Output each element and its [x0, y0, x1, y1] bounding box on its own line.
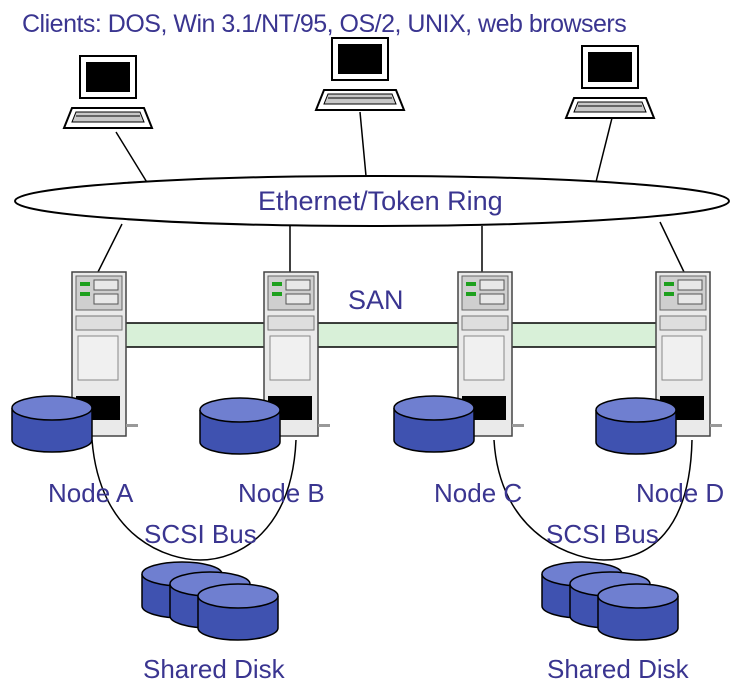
shared-disk-label: Shared Disk	[143, 654, 285, 684]
diagram-title: Clients: DOS, Win 3.1/NT/95, OS/2, UNIX,…	[22, 10, 627, 38]
laptop-icon	[315, 37, 405, 111]
laptop-icon	[63, 55, 153, 129]
shared-disk-stack-2	[541, 561, 679, 641]
shared-disk-label: Shared Disk	[547, 654, 689, 684]
disk-cylinder-icon	[197, 583, 279, 641]
disk-cylinder-icon	[11, 395, 93, 453]
node-label: Node C	[434, 478, 523, 508]
san-link	[126, 322, 660, 348]
node-label: Node D	[636, 478, 725, 508]
node-label: Node A	[48, 478, 134, 508]
disk-cylinder-icon	[597, 583, 679, 641]
disk-cylinder-icon	[199, 397, 281, 455]
shared-disk-stack-1	[141, 561, 279, 641]
san-label: SAN	[348, 285, 404, 315]
scsi-bus-lines	[91, 439, 693, 561]
network-ring	[14, 175, 730, 227]
scsi-bus-label: SCSI Bus	[546, 519, 659, 549]
network-label: Ethernet/Token Ring	[258, 186, 503, 216]
node-label: Node B	[238, 478, 325, 508]
disk-cylinder-icon	[393, 395, 475, 453]
client-links	[115, 111, 613, 185]
scsi-bus-label: SCSI Bus	[144, 519, 257, 549]
laptop-icon	[565, 45, 655, 119]
disk-cylinder-icon	[595, 397, 677, 455]
network-server-links	[97, 221, 685, 273]
